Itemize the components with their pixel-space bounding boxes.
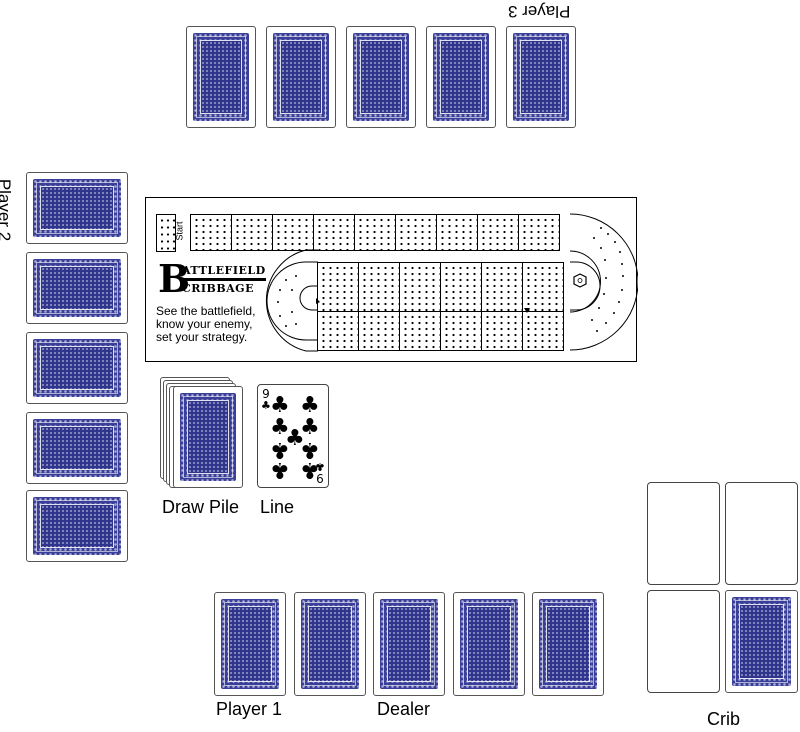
crib-label: Crib bbox=[707, 709, 741, 729]
player1-card-1[interactable] bbox=[214, 592, 286, 696]
club-icon: ♣ bbox=[270, 457, 290, 482]
player2-card-2[interactable] bbox=[26, 252, 128, 324]
club-icon: ♣ bbox=[300, 415, 320, 440]
player2-label: Player 2 bbox=[0, 178, 15, 241]
club-icon: ♣ bbox=[300, 393, 320, 418]
club-icon: ♣ bbox=[285, 426, 305, 451]
player1-label: Player 1 bbox=[216, 699, 283, 719]
draw-pile-top-card[interactable] bbox=[173, 386, 243, 488]
player2-card-5[interactable] bbox=[26, 490, 128, 562]
player1-card-4[interactable] bbox=[453, 592, 525, 696]
player3-card-4[interactable] bbox=[426, 26, 496, 128]
player3-card-5[interactable] bbox=[506, 26, 576, 128]
player3-card-2[interactable] bbox=[266, 26, 336, 128]
cribbage-board: Start bbox=[145, 197, 638, 362]
board-tagline: See the battlefield, know your enemy, se… bbox=[156, 304, 256, 344]
player2-card-1[interactable] bbox=[26, 172, 128, 244]
logo-rifle-icon bbox=[180, 278, 266, 281]
logo-line2: CRIBBAGE bbox=[182, 282, 254, 295]
track-curves bbox=[265, 213, 638, 352]
player2-card-4[interactable] bbox=[26, 412, 128, 484]
logo-line1: ATTLEFIELD bbox=[182, 264, 266, 277]
club-icon: ♣ bbox=[270, 415, 290, 440]
player3-card-3[interactable] bbox=[346, 26, 416, 128]
track-bottom bbox=[317, 311, 564, 351]
crib-slot-2[interactable] bbox=[725, 482, 798, 585]
player1-card-2[interactable] bbox=[294, 592, 366, 696]
line-card[interactable]: 9 ♣ 9 ♣ ♣ ♣ ♣ ♣ ♣ ♣ ♣ ♣ ♣ bbox=[257, 384, 329, 488]
player3-label: Player 3 bbox=[508, 2, 571, 21]
club-icon: ♣ bbox=[300, 457, 320, 482]
line-card-corner-top: 9 ♣ bbox=[261, 387, 271, 412]
player3-card-1[interactable] bbox=[186, 26, 256, 128]
crib-card[interactable] bbox=[725, 590, 798, 693]
player1-card-5[interactable] bbox=[532, 592, 604, 696]
track-top-outer bbox=[190, 214, 560, 251]
dealer-label: Dealer bbox=[377, 699, 431, 719]
crib-slot-1[interactable] bbox=[647, 482, 720, 585]
crib-slot-3[interactable] bbox=[647, 590, 720, 693]
player1-card-3[interactable] bbox=[373, 592, 445, 696]
draw-pile-label: Draw Pile bbox=[162, 497, 240, 517]
club-icon: ♣ bbox=[270, 393, 290, 418]
start-box bbox=[156, 214, 176, 252]
line-label: Line bbox=[260, 497, 295, 517]
player2-card-3[interactable] bbox=[26, 332, 128, 404]
